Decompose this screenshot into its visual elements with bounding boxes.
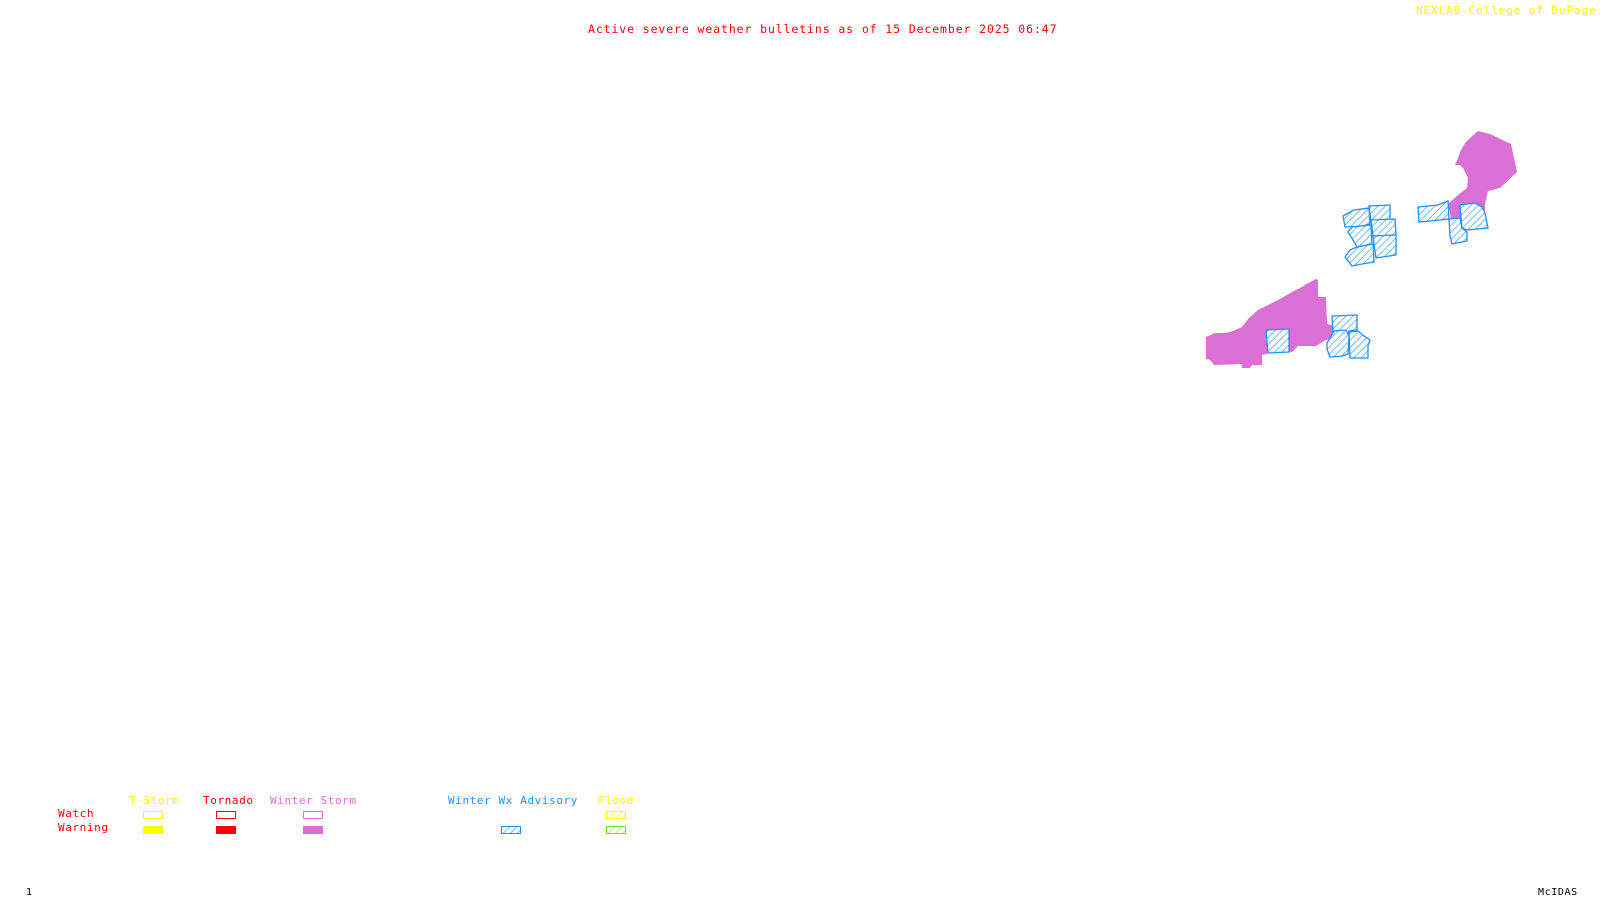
winter-storm-warning-area-northeast[interactable] [1448, 131, 1517, 227]
winter-wx-advisory-central [1342, 204, 1397, 267]
advisory-county[interactable] [1448, 217, 1468, 245]
winter-wx-advisory-northeast [1417, 200, 1489, 245]
legend-swatch-winter-wx-advisory [501, 826, 521, 834]
legend-swatch-tstorm-watch [143, 811, 163, 819]
software-label: McIDAS [1538, 887, 1578, 898]
legend-warning-label: Warning [58, 821, 109, 834]
page-title: Active severe weather bulletins as of 15… [588, 22, 1058, 36]
advisory-county[interactable] [1372, 234, 1397, 259]
frame-number: 1 [26, 887, 33, 898]
advisory-county[interactable] [1347, 224, 1373, 248]
legend-header-winter-wx-advisory: Winter Wx Advisory [448, 794, 579, 807]
advisory-county[interactable] [1326, 329, 1350, 358]
legend-header-flood: Flood [598, 794, 635, 807]
advisory-county[interactable] [1417, 200, 1450, 223]
advisory-county[interactable] [1370, 218, 1397, 237]
legend-header-tornado: Tornado [203, 794, 254, 807]
legend-swatch-flood-watch [606, 811, 626, 819]
legend-swatch-tornado-watch [216, 811, 236, 819]
credit-text: NEXLAB-College of DuPage [1416, 4, 1597, 17]
legend-swatch-tstorm-warning [143, 826, 163, 834]
legend-watch-label: Watch [58, 807, 95, 820]
legend-swatch-flood-warning [606, 826, 626, 834]
winter-storm-warning-area-southwest[interactable] [1206, 279, 1335, 368]
advisory-county[interactable] [1348, 330, 1371, 359]
legend-swatch-winter-storm-warning [303, 826, 323, 834]
legend-swatch-tornado-warning [216, 826, 236, 834]
advisory-county[interactable] [1342, 207, 1371, 228]
legend-swatch-winter-storm-watch [303, 811, 323, 819]
advisory-county[interactable] [1344, 243, 1375, 267]
advisory-county[interactable] [1459, 202, 1489, 231]
legend-header-tstorm: T-Storm [129, 794, 180, 807]
advisory-county[interactable] [1265, 328, 1290, 354]
legend-header-winter-storm: Winter Storm [270, 794, 357, 807]
winter-wx-advisory-southwest [1265, 314, 1371, 359]
credit-label: NEXLAB-College of DuPage⇱ [1416, 5, 1600, 17]
